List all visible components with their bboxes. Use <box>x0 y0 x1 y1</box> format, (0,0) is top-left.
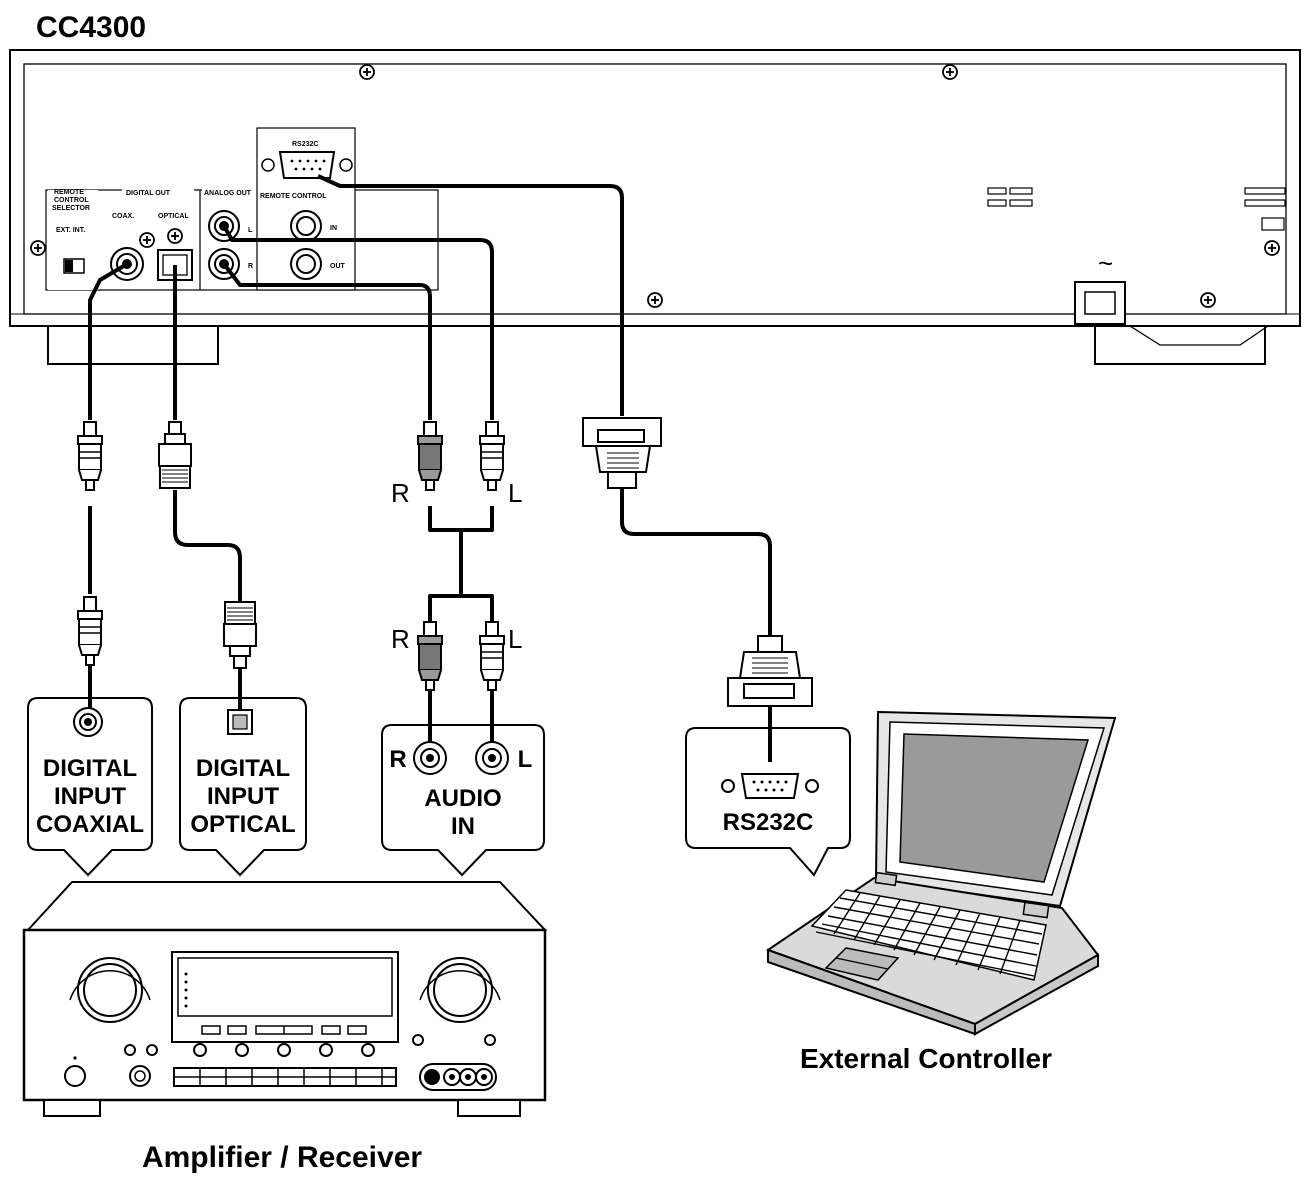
svg-text:R: R <box>248 263 253 270</box>
rs232c-input-port <box>721 773 819 799</box>
svg-text:COAX.: COAX. <box>112 213 134 220</box>
svg-text:L: L <box>508 624 522 654</box>
svg-text:L: L <box>508 478 522 508</box>
svg-text:L: L <box>518 746 533 773</box>
screw-icon <box>1200 292 1216 308</box>
audio-plug-l-top <box>479 421 505 491</box>
callout-coaxial <box>27 697 153 877</box>
svg-text:REMOTE: REMOTE <box>54 189 84 196</box>
controller-label: External Controller <box>800 1043 1052 1074</box>
page-title: CC4300 <box>36 11 146 44</box>
screw-icon <box>942 64 958 80</box>
screw-icon <box>1264 240 1280 256</box>
screw-icon <box>30 240 46 256</box>
callout-rs232c <box>685 727 851 877</box>
audio-plug-r-bottom <box>417 621 443 691</box>
svg-text:EXT. INT.: EXT. INT. <box>56 227 85 234</box>
svg-text:INPUT: INPUT <box>54 783 126 810</box>
amplifier-label: Amplifier / Receiver <box>142 1141 422 1174</box>
optical-input-jack <box>227 709 253 735</box>
laptop <box>765 710 1117 1036</box>
screw-icon <box>647 292 663 308</box>
svg-text:OPTICAL: OPTICAL <box>158 213 189 220</box>
power-button <box>64 1065 86 1087</box>
db9-connector-bottom <box>727 635 813 707</box>
svg-text:ANALOG OUT: ANALOG OUT <box>204 190 252 197</box>
db9-connector-top <box>582 417 662 489</box>
svg-text:SELECTOR: SELECTOR <box>52 205 90 212</box>
foot <box>47 325 219 365</box>
svg-text:IN: IN <box>451 813 475 840</box>
rs232c-port <box>278 151 336 179</box>
audio-plug-r-top <box>417 421 443 491</box>
optical-plug-bottom <box>223 601 257 669</box>
coax-plug-top <box>77 421 103 491</box>
svg-text:R: R <box>389 746 406 773</box>
svg-text:RS232C: RS232C <box>292 141 318 148</box>
audio-plug-l-bottom <box>479 621 505 691</box>
svg-text:OUT: OUT <box>330 263 346 270</box>
svg-text:OPTICAL: OPTICAL <box>190 811 295 838</box>
svg-text:AUDIO: AUDIO <box>424 785 501 812</box>
amplifier-receiver <box>22 881 548 1117</box>
svg-text:DIGITAL: DIGITAL <box>43 755 137 782</box>
svg-text:L: L <box>248 227 253 234</box>
coax-plug-bottom <box>77 596 103 666</box>
svg-text:COAXIAL: COAXIAL <box>36 811 144 838</box>
vent-slots <box>987 187 1286 231</box>
svg-text:RS232C: RS232C <box>723 809 814 836</box>
svg-text:R: R <box>391 478 410 508</box>
rear-panel: ~ REMOTE CONTROL SELECTOR EXT. INT. DIGI… <box>9 49 1301 365</box>
ac-symbol: ~ <box>1098 248 1113 278</box>
svg-text:INPUT: INPUT <box>207 783 279 810</box>
svg-text:CONTROL: CONTROL <box>54 197 89 204</box>
optical-plug-top <box>158 421 192 489</box>
svg-text:R: R <box>391 624 410 654</box>
svg-text:REMOTE CONTROL: REMOTE CONTROL <box>260 193 327 200</box>
screw-icon <box>359 64 375 80</box>
callout-optical <box>179 697 307 877</box>
svg-text:IN: IN <box>330 225 337 232</box>
svg-text:DIGITAL OUT: DIGITAL OUT <box>126 190 171 197</box>
svg-text:DIGITAL: DIGITAL <box>196 755 290 782</box>
cables <box>88 174 772 636</box>
